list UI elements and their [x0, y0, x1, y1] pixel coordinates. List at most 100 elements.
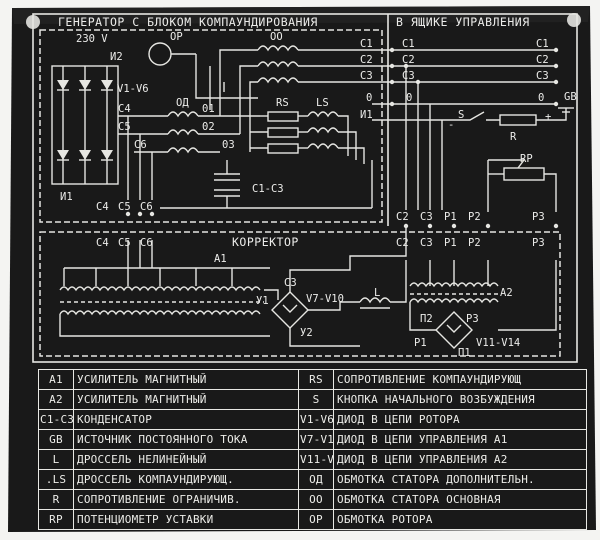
- p1-a2-label: P1: [414, 337, 427, 349]
- capacitors-c1-c3: [160, 160, 373, 209]
- c1-box-label: C1: [402, 38, 415, 50]
- v11v14-label: V11-V14: [476, 337, 520, 349]
- od-label: OД: [176, 97, 189, 109]
- legend-code: GB: [38, 429, 74, 450]
- legend-code: V1-V6: [298, 409, 334, 430]
- c2-corr-label: C2: [396, 237, 409, 249]
- i1-label-generator: И1: [60, 191, 73, 203]
- c3-corr-label: C3: [420, 237, 433, 249]
- c3-right-label: C3: [536, 70, 549, 82]
- legend-description: СОПРОТИВЛЕНИЕ КОМПАУНДИРУЮЩ: [333, 369, 587, 390]
- legend-code: V7-V10: [298, 429, 334, 450]
- ls-label: LS: [316, 97, 329, 109]
- p1b-a2-label: П1: [458, 347, 471, 359]
- c5-corr-label: C5: [118, 237, 131, 249]
- generator-frame: [39, 29, 383, 223]
- c4-bottom-label: C4: [96, 201, 109, 213]
- excitation-circuit: [450, 107, 574, 126]
- op-label: OP: [170, 31, 183, 43]
- a1-label: A1: [214, 253, 227, 265]
- oo-label: OO: [270, 31, 283, 43]
- p1-ctl-label: P1: [444, 211, 457, 223]
- v7v10-label: V7-V10: [306, 293, 344, 305]
- legend-code: RS: [298, 369, 334, 390]
- i2-label: И2: [110, 51, 123, 63]
- legend-description: ДРОССЕЛЬ НЕЛИНЕЙНЫЙ: [73, 449, 299, 470]
- c6-bottom-label: C6: [140, 201, 153, 213]
- oo-winding: [195, 45, 392, 152]
- c5-bottom-label: C5: [118, 201, 131, 213]
- c3-gen-label: C3: [360, 70, 373, 82]
- c2-ctl-label: C2: [396, 211, 409, 223]
- legend-code: L: [38, 449, 74, 470]
- l-label: L: [374, 287, 380, 299]
- rs-label: RS: [276, 97, 289, 109]
- legend-description: КОНДЕНСАТОР: [73, 409, 299, 430]
- legend-code: OO: [298, 489, 334, 510]
- p1-corr-label: P1: [444, 237, 457, 249]
- o1-label: 01: [202, 103, 215, 115]
- legend-code: RP: [38, 509, 74, 530]
- ls-chokes: [298, 111, 365, 164]
- p3-ctl-label: P3: [532, 211, 545, 223]
- legend-code: R: [38, 489, 74, 510]
- mounting-hole-top-right: [567, 13, 581, 27]
- legend-description: ОБМОТКА СТАТОРА ДОПОЛНИТЕЛЬН.: [333, 469, 587, 490]
- u2-label: У2: [300, 327, 313, 339]
- legend-description: ОБМОТКА СТАТОРА ОСНОВНАЯ: [333, 489, 587, 510]
- o2-label: 02: [202, 121, 215, 133]
- s-label: S: [458, 109, 464, 121]
- rectifier-bridge-v1-v6: [51, 65, 119, 185]
- corrector-title: КОРРЕКТОР: [232, 235, 299, 249]
- legend-description: ДИОД В ЦЕПИ РОТОРА: [333, 409, 587, 430]
- schematic-frame: [32, 13, 578, 363]
- legend-description: СОПРОТИВЛЕНИЕ ОГРАНИЧИВ.: [73, 489, 299, 510]
- legend-code: A1: [38, 369, 74, 390]
- c3-box-label: C3: [402, 70, 415, 82]
- control-crossovers: [405, 66, 443, 210]
- o3-label: 03: [222, 139, 235, 151]
- c3-ctl-label: C3: [420, 211, 433, 223]
- c5-label: C5: [118, 121, 131, 133]
- zero-right-label: 0: [538, 92, 544, 104]
- c2-right-label: C2: [536, 54, 549, 66]
- zero-box-label: 0: [406, 92, 412, 104]
- u1-label: У1: [256, 295, 269, 307]
- legend-description: ДИОД В ЦЕПИ УПРАВЛЕНИЯ A1: [333, 429, 587, 450]
- p2-ctl-label: P2: [468, 211, 481, 223]
- legend-code: OД: [298, 469, 334, 490]
- voltage-label: 230 V: [76, 33, 108, 45]
- legend-description: ИСТОЧНИК ПОСТОЯННОГО ТОКА: [73, 429, 299, 450]
- l-choke: [308, 260, 407, 311]
- legend-code: C1-C3: [38, 409, 74, 430]
- c1-gen-label: C1: [360, 38, 373, 50]
- v1v6-label: V1-V6: [117, 83, 149, 95]
- a2-label: A2: [500, 287, 513, 299]
- legend-description: ПОТЕНЦИОМЕТР УСТАВКИ: [73, 509, 299, 530]
- c2-gen-label: C2: [360, 54, 373, 66]
- corrector-frame: [39, 231, 561, 357]
- legend-description: КНОПКА НАЧАЛЬНОГО ВОЗБУЖДЕНИЯ: [333, 389, 587, 410]
- r-label: R: [510, 131, 517, 143]
- a2-amplifier: [409, 260, 557, 349]
- legend-code: A2: [38, 389, 74, 410]
- p3-corr-label: P3: [532, 237, 545, 249]
- legend-description: ДРОССЕЛЬ КОМПАУНДИРУЮЩ.: [73, 469, 299, 490]
- p3-a2-label: P3: [466, 313, 479, 325]
- legend-description: ОБМОТКА РОТОРА: [333, 509, 587, 530]
- plate-worn-edge: [12, 6, 590, 24]
- rp-potentiometer: [487, 159, 557, 212]
- control-bottom-dots: [403, 223, 559, 229]
- control-box-title: В ЯЩИКЕ УПРАВЛЕНИЯ: [396, 15, 530, 29]
- legend-description: УСИЛИТЕЛЬ МАГНИТНЫЙ: [73, 369, 299, 390]
- p2-a2-label: П2: [420, 313, 433, 325]
- legend-code: OP: [298, 509, 334, 530]
